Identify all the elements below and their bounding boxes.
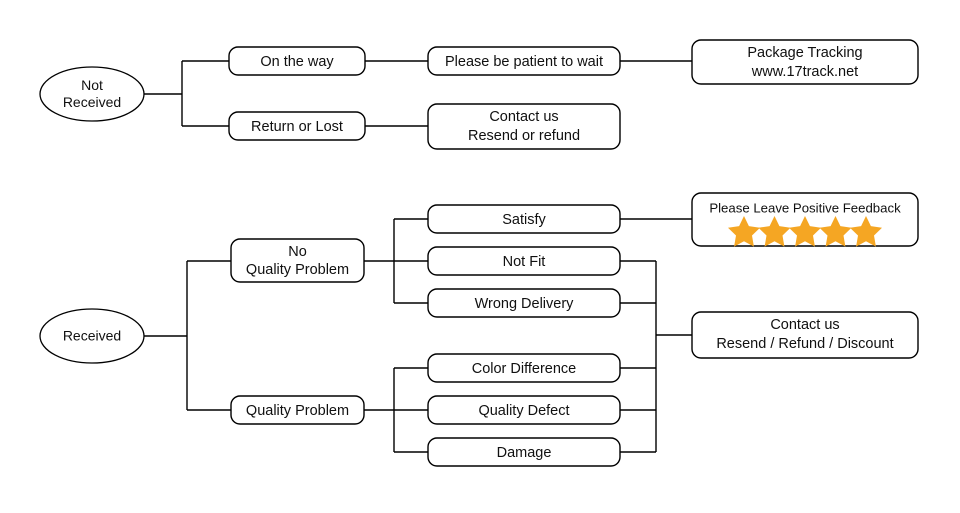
star-icon[interactable]	[789, 216, 821, 247]
node-quality-problem-label: Quality Problem	[246, 403, 349, 419]
node-satisfy-label: Satisfy	[502, 212, 546, 228]
star-icon[interactable]	[819, 216, 852, 247]
node-quality-defect-label: Quality Defect	[478, 403, 569, 419]
node-contact-us-2-label: Contact us	[770, 317, 839, 333]
star-icon[interactable]	[850, 216, 882, 247]
node-feedback-label: Please Leave Positive Feedback	[709, 200, 901, 215]
node-return-or-lost-label: Return or Lost	[251, 119, 343, 135]
node-please-be-patient[interactable]	[427, 46, 621, 76]
node-not-fit[interactable]	[427, 246, 621, 276]
node-contact-us-resend-refund[interactable]	[427, 103, 621, 150]
node-tracking-url-label: www.17track.net	[751, 64, 858, 80]
node-color-difference[interactable]	[427, 353, 621, 383]
node-quality-problem[interactable]	[230, 395, 365, 425]
node-quality-problem-line-label: Quality Problem	[246, 262, 349, 278]
star-icon[interactable]	[728, 216, 760, 247]
node-received[interactable]	[39, 308, 145, 364]
star-rating[interactable]	[728, 216, 882, 247]
node-wrong-delivery[interactable]	[427, 288, 621, 318]
node-not-fit-label: Not Fit	[503, 254, 546, 270]
node-no-label: No	[288, 244, 307, 260]
node-quality-defect[interactable]	[427, 395, 621, 425]
node-no-quality-problem[interactable]	[230, 238, 365, 283]
node-contact-us-resend-refund-discount[interactable]	[691, 311, 919, 359]
node-satisfy[interactable]	[427, 204, 621, 234]
node-not-received-line2: Received	[63, 94, 121, 110]
node-on-the-way[interactable]	[228, 46, 366, 76]
node-contact-us-label: Contact us	[489, 109, 558, 125]
node-damage-label: Damage	[497, 445, 552, 461]
node-package-tracking-label: Package Tracking	[747, 45, 862, 61]
node-on-the-way-label: On the way	[260, 54, 334, 70]
node-please-be-patient-label: Please be patient to wait	[445, 54, 603, 70]
node-not-received[interactable]	[39, 66, 145, 122]
node-received-label: Received	[63, 328, 121, 344]
node-resend-or-refund-label: Resend or refund	[468, 128, 580, 144]
node-resend-refund-discount-label: Resend / Refund / Discount	[716, 336, 893, 352]
node-not-received-line1: Not	[81, 77, 103, 93]
node-damage[interactable]	[427, 437, 621, 467]
node-color-difference-label: Color Difference	[472, 361, 577, 377]
star-icon[interactable]	[758, 216, 791, 247]
node-package-tracking[interactable]	[691, 39, 919, 85]
node-wrong-delivery-label: Wrong Delivery	[475, 296, 575, 312]
node-return-or-lost[interactable]	[228, 111, 366, 141]
